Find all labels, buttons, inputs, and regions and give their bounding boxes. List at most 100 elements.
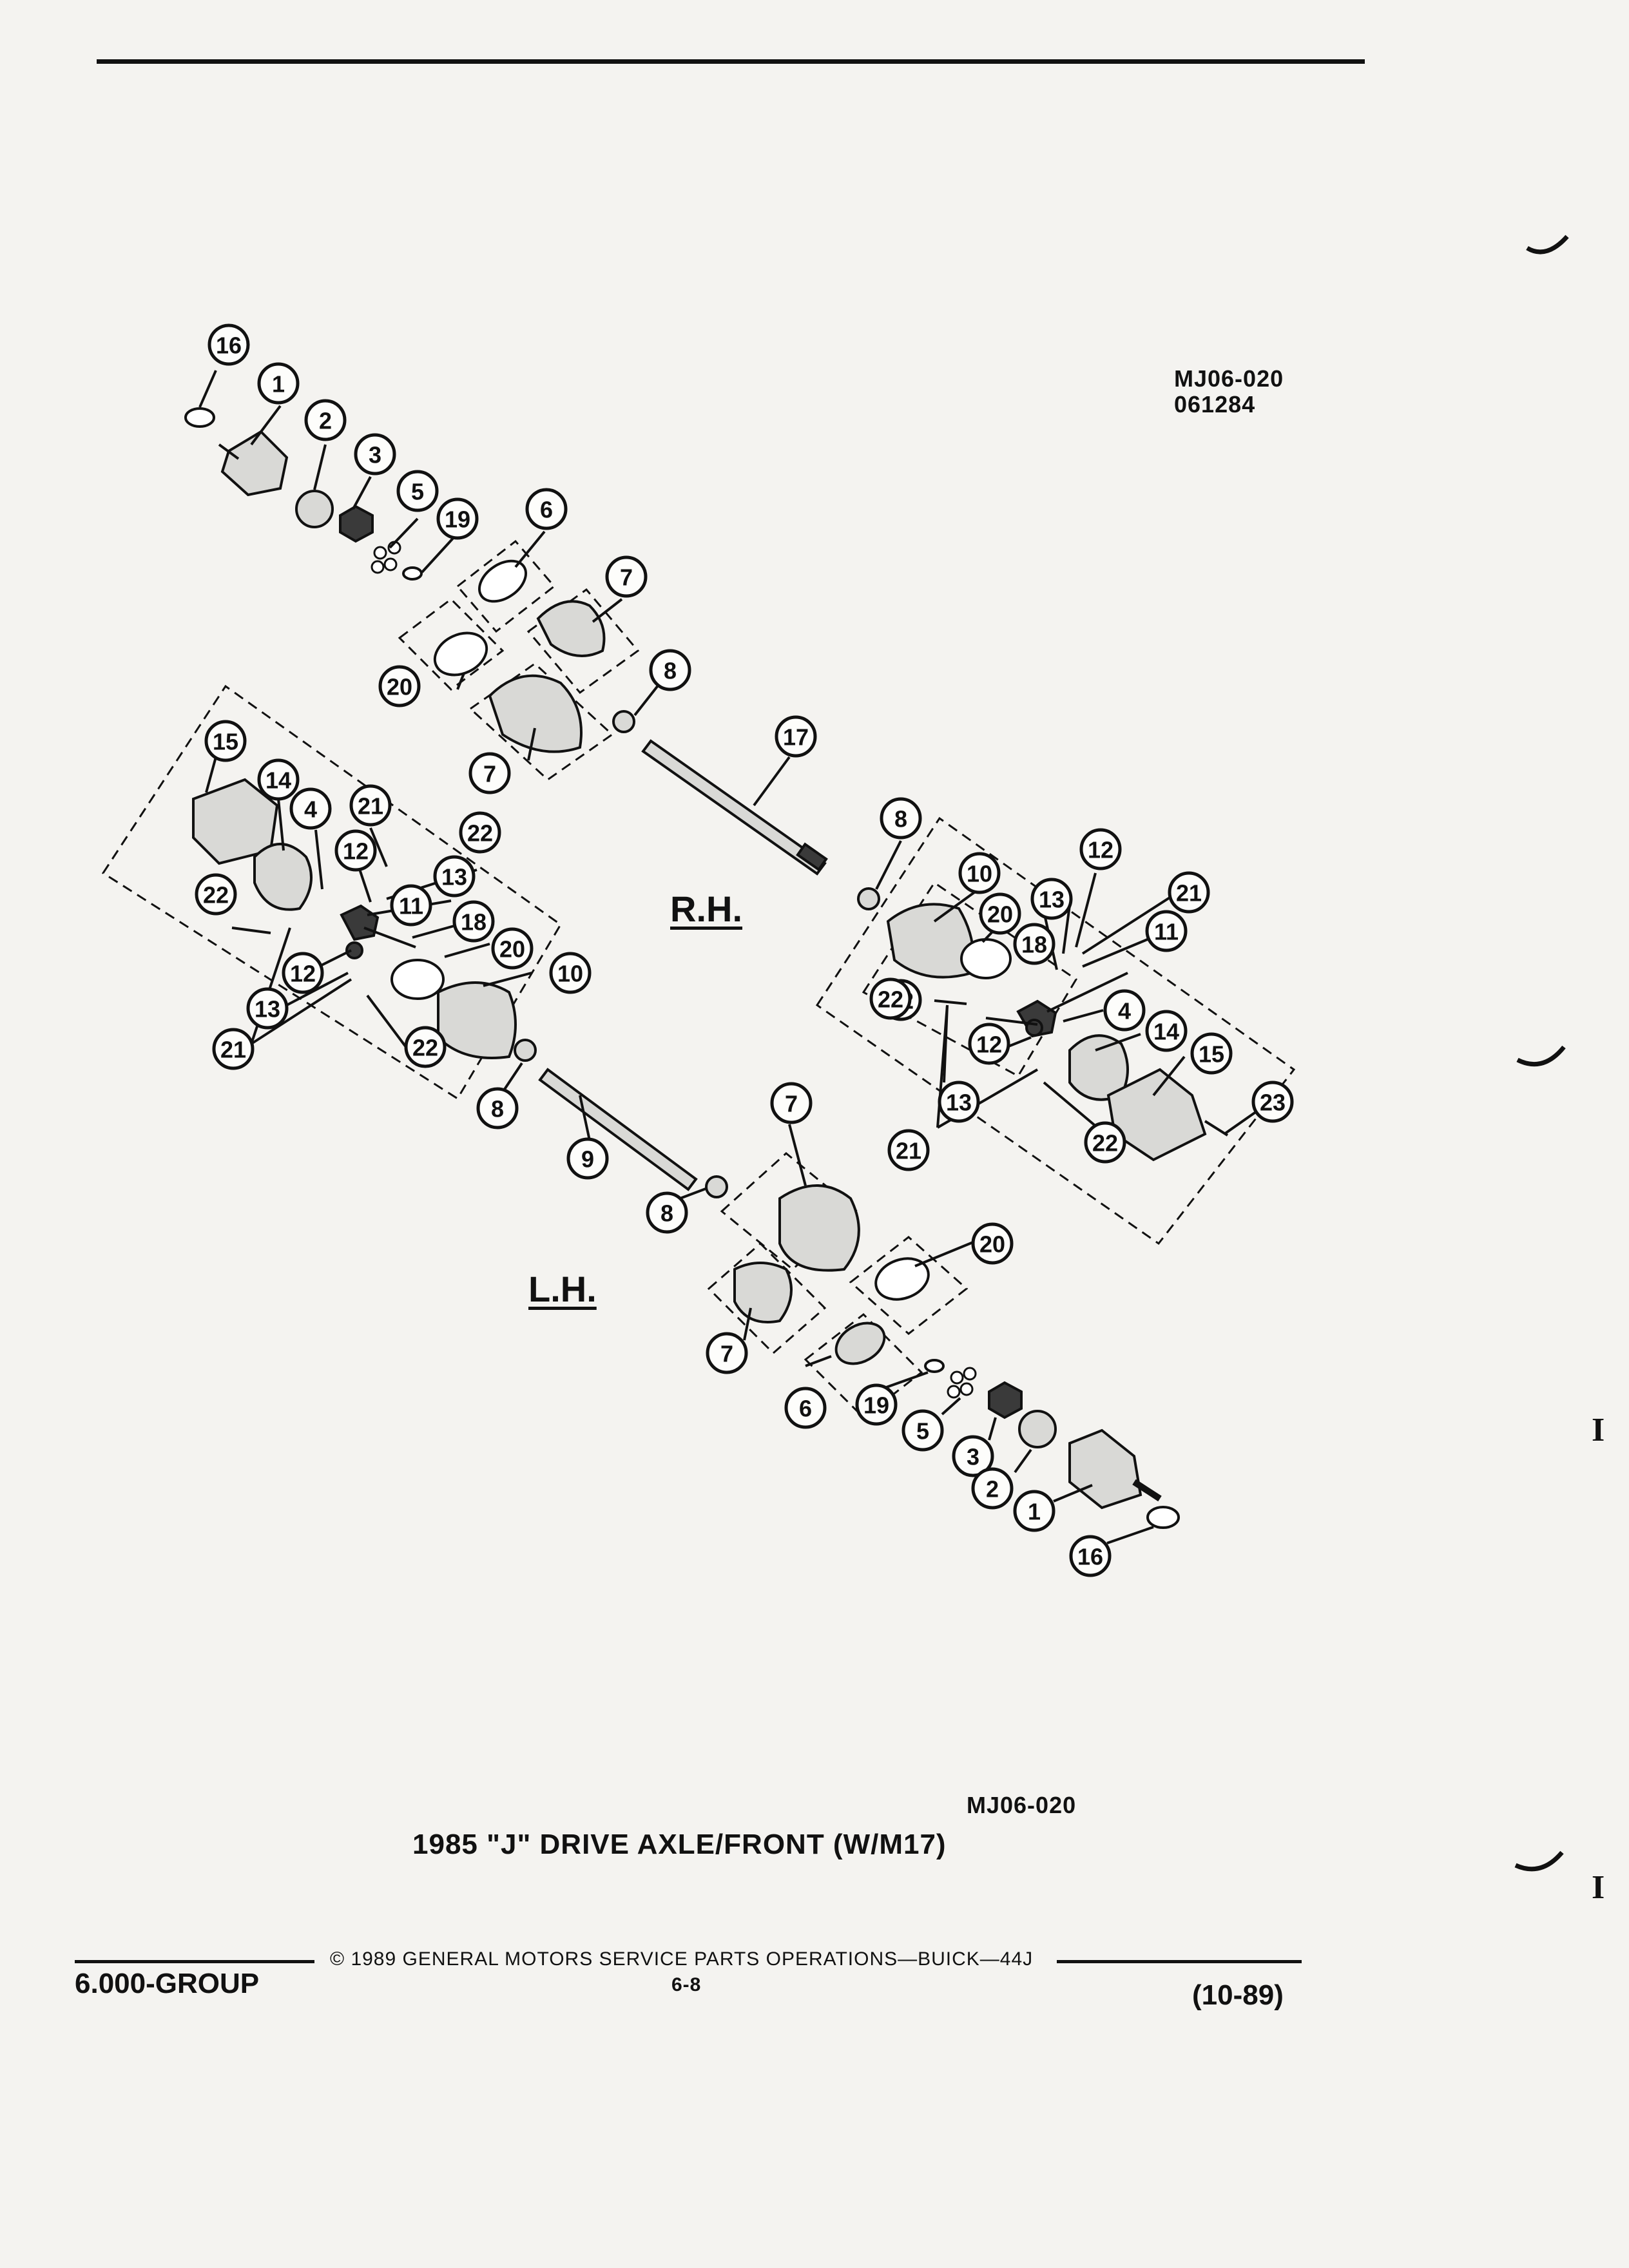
callout-number: 8 bbox=[660, 1200, 673, 1227]
lh-callout-20: 20 bbox=[491, 927, 534, 970]
kit-box-lh-20 bbox=[849, 1236, 969, 1335]
lh-callout-21: 21 bbox=[349, 784, 392, 827]
callout-number: 3 bbox=[967, 1444, 979, 1470]
callout-number: 20 bbox=[499, 936, 525, 963]
callout-number: 11 bbox=[399, 893, 423, 919]
callout-number: 12 bbox=[1088, 837, 1113, 863]
lh-ball-set-part bbox=[947, 1367, 977, 1399]
rh-callout-21: 21 bbox=[1168, 871, 1210, 914]
lh-bushing-part bbox=[514, 1039, 537, 1062]
callout-number: 22 bbox=[878, 986, 903, 1013]
callout-number: 5 bbox=[916, 1418, 929, 1445]
callout-number: 2 bbox=[986, 1476, 999, 1503]
lower-callout-5: 5 bbox=[901, 1409, 944, 1452]
lh-boot-part bbox=[437, 981, 517, 1059]
lh-roller-part bbox=[345, 941, 363, 959]
rh-callout-8: 8 bbox=[880, 797, 922, 840]
footer-page-number: 6-8 bbox=[671, 1974, 702, 1995]
callout-number: 14 bbox=[265, 767, 291, 794]
callout-number: 12 bbox=[290, 961, 316, 987]
kit-box-20 bbox=[398, 598, 505, 691]
rh-callout-20: 20 bbox=[979, 892, 1021, 935]
rh-callout-15: 15 bbox=[1190, 1032, 1233, 1075]
rh-housing-part bbox=[1068, 1034, 1129, 1101]
callout-number: 7 bbox=[785, 1091, 798, 1117]
rh-callout-13: 13 bbox=[938, 1081, 980, 1123]
footer-copyright: © 1989 GENERAL MOTORS SERVICE PARTS OPER… bbox=[330, 1948, 1034, 1970]
lower-callout-16: 16 bbox=[1069, 1535, 1112, 1577]
rh-inner-joint-box bbox=[815, 816, 1296, 1245]
callout-number: 9 bbox=[581, 1146, 594, 1173]
kit-box-7a bbox=[526, 588, 640, 695]
lh-retaining-ring-part bbox=[924, 1359, 945, 1373]
callout-number: 1 bbox=[272, 371, 285, 398]
callout-number: 11 bbox=[1154, 919, 1179, 945]
callout-number: 16 bbox=[216, 332, 242, 359]
callout-number: 18 bbox=[461, 909, 487, 936]
footer-rule-left bbox=[75, 1960, 314, 1963]
callout-number: 1 bbox=[1028, 1499, 1041, 1525]
rh-halfshaft bbox=[641, 739, 827, 876]
figure-caption: 1985 "J" DRIVE AXLE/FRONT (W/M17) bbox=[412, 1829, 947, 1860]
margin-mark-upper: I bbox=[1592, 1412, 1605, 1448]
callout-number: 3 bbox=[369, 442, 381, 468]
lh-callout-13: 13 bbox=[246, 987, 289, 1030]
callout-number: 18 bbox=[1021, 932, 1047, 958]
lower-callout-8: 8 bbox=[646, 1191, 688, 1234]
rh-callout-12: 12 bbox=[968, 1023, 1010, 1065]
callout-number: 21 bbox=[896, 1138, 921, 1164]
upper-callout-8: 8 bbox=[649, 649, 691, 691]
callout-number: 20 bbox=[387, 674, 412, 700]
rh-outer-joint-parts bbox=[184, 407, 423, 581]
callout-number: 7 bbox=[483, 761, 496, 787]
rh-callout-4: 4 bbox=[1103, 989, 1146, 1032]
rh-callout-22: 22 bbox=[869, 977, 912, 1020]
lh-callout-4: 4 bbox=[289, 787, 332, 830]
rh-callout-12: 12 bbox=[1079, 828, 1122, 870]
callout-number: 8 bbox=[491, 1096, 504, 1122]
callout-number: 14 bbox=[1153, 1019, 1179, 1045]
lh-callout-22: 22 bbox=[459, 811, 501, 854]
upper-callout-19: 19 bbox=[436, 497, 479, 540]
lh-halfshaft bbox=[538, 1068, 698, 1191]
rh-callout-10: 10 bbox=[958, 852, 1001, 894]
callout-number: 17 bbox=[783, 724, 809, 751]
callout-number: 6 bbox=[540, 497, 553, 523]
footer-group: 6.000-GROUP bbox=[75, 1968, 260, 1999]
lh-housing-part bbox=[253, 843, 313, 911]
kit-box-6 bbox=[456, 539, 556, 633]
lh-callout-14: 14 bbox=[257, 758, 300, 801]
callout-number: 15 bbox=[1199, 1041, 1224, 1068]
figure-date-top: 061284 bbox=[1174, 391, 1256, 418]
upper-callout-6: 6 bbox=[525, 488, 568, 530]
kit-box-lh-6 bbox=[804, 1313, 923, 1419]
top-rule bbox=[97, 59, 1365, 64]
callout-number: 13 bbox=[255, 996, 280, 1023]
callout-number: 8 bbox=[894, 806, 907, 832]
lh-callout-22: 22 bbox=[195, 873, 237, 916]
retaining-ring-part bbox=[402, 566, 423, 581]
callout-number: 21 bbox=[220, 1037, 246, 1063]
lh-callout-12: 12 bbox=[282, 952, 324, 994]
kit-box-lh-7b bbox=[707, 1242, 827, 1355]
kit-box-lh-7a bbox=[720, 1152, 859, 1271]
lh-seal-ring-part bbox=[1146, 1506, 1180, 1529]
callout-number: 20 bbox=[979, 1231, 1005, 1258]
upper-callout-5: 5 bbox=[396, 470, 439, 512]
callout-number: 23 bbox=[1260, 1090, 1286, 1116]
lower-callout-6: 6 bbox=[784, 1387, 827, 1429]
callout-number: 16 bbox=[1077, 1544, 1103, 1570]
callout-number: 20 bbox=[987, 901, 1013, 928]
rh-ring-part bbox=[960, 938, 1012, 979]
callout-number: 5 bbox=[411, 479, 424, 505]
callout-number: 6 bbox=[799, 1396, 812, 1422]
clamp-part bbox=[477, 559, 528, 603]
rh-callout-21: 21 bbox=[887, 1129, 930, 1171]
lh-callout-11: 11 bbox=[390, 884, 432, 927]
clamp-ring-part bbox=[433, 631, 488, 677]
lower-callout-3: 3 bbox=[952, 1435, 994, 1477]
callout-number: 19 bbox=[863, 1392, 889, 1419]
callout-number: 4 bbox=[304, 796, 317, 823]
lh-cage-part bbox=[1018, 1410, 1057, 1448]
